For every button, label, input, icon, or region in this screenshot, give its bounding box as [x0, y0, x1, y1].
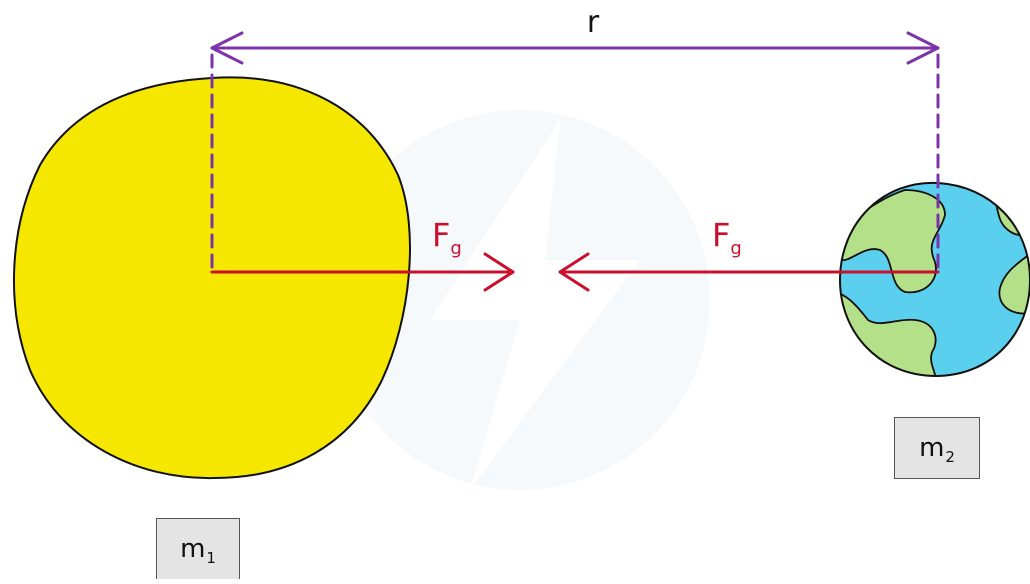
watermark-logo [330, 110, 710, 490]
small-mass-planet [838, 181, 1030, 378]
distance-indicator [210, 31, 940, 272]
force-label-right: Fg [712, 216, 742, 259]
distance-label: r [587, 5, 600, 40]
force-arrow-on-mass1 [210, 252, 515, 292]
mass2-symbol: m [919, 433, 945, 463]
force-label-left: Fg [432, 216, 462, 259]
mass2-subscript: 2 [945, 448, 955, 466]
large-mass-body [13, 76, 411, 480]
mass1-symbol: m [180, 534, 206, 564]
force-arrow-on-mass2 [558, 252, 940, 292]
mass1-subscript: 1 [206, 549, 216, 567]
